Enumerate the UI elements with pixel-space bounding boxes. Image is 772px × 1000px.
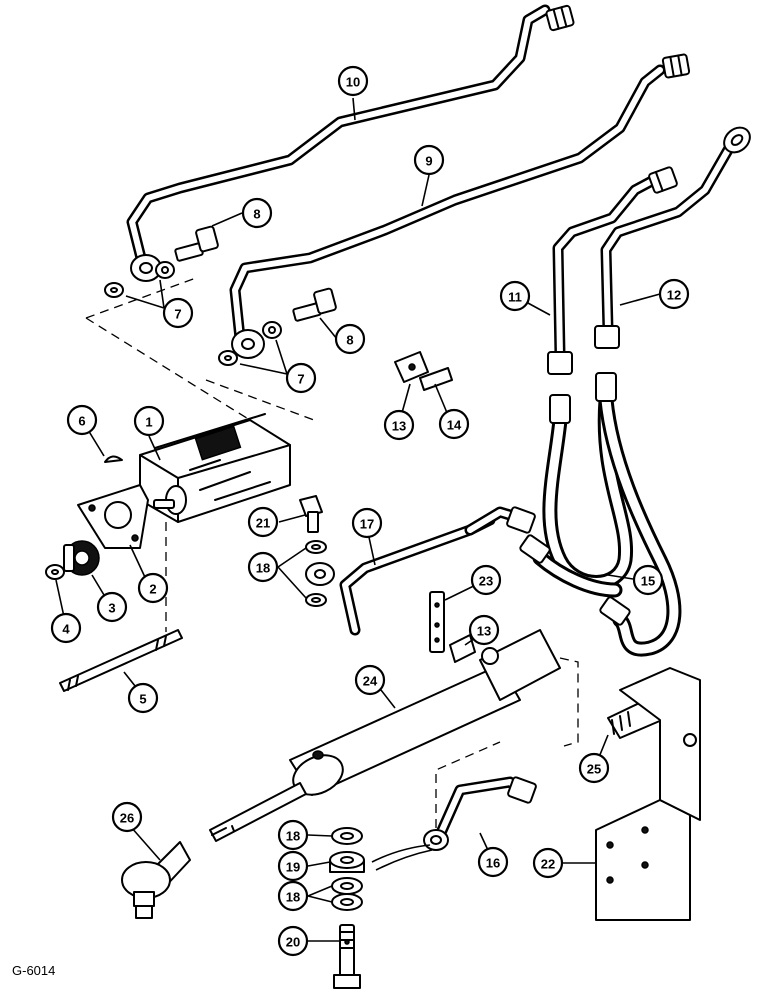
callout-9: 9 xyxy=(413,144,445,176)
callout-13-lower: 13 xyxy=(468,614,500,646)
callout-24: 24 xyxy=(354,664,386,696)
svg-text:23: 23 xyxy=(479,574,493,589)
callout-26: 26 xyxy=(111,801,143,833)
callout-19: 19 xyxy=(277,850,309,882)
bracket-22 xyxy=(595,667,701,921)
svg-text:5: 5 xyxy=(139,692,146,707)
callout-23: 23 xyxy=(470,564,502,596)
callout-15: 15 xyxy=(632,564,664,596)
pump-1 xyxy=(139,413,291,523)
pipe-17 xyxy=(305,506,536,636)
svg-text:15: 15 xyxy=(641,574,655,589)
pipe-9 xyxy=(229,53,691,359)
svg-text:12: 12 xyxy=(667,288,681,303)
pipe-11 xyxy=(547,166,678,375)
banjo-bolt-20 xyxy=(333,924,361,989)
fittings-lower xyxy=(218,287,337,366)
callout-1: 1 xyxy=(133,405,165,437)
hose-15 xyxy=(519,372,682,657)
figure-code: G-6014 xyxy=(12,963,56,978)
svg-text:3: 3 xyxy=(108,601,115,616)
callout-10: 10 xyxy=(337,65,369,97)
plate-23 xyxy=(429,591,445,653)
svg-text:21: 21 xyxy=(256,516,270,531)
svg-text:22: 22 xyxy=(541,857,555,872)
svg-text:16: 16 xyxy=(486,856,500,871)
clip-13-upper xyxy=(394,351,429,383)
svg-text:6: 6 xyxy=(78,414,85,429)
svg-text:9: 9 xyxy=(425,154,432,169)
svg-text:13: 13 xyxy=(392,419,406,434)
svg-text:8: 8 xyxy=(253,207,260,222)
dashed-assembly-lines xyxy=(85,277,579,828)
callout-3: 3 xyxy=(96,591,128,623)
callout-7-upper: 7 xyxy=(162,297,194,329)
fittings-upper xyxy=(104,225,219,298)
callout-13-upper: 13 xyxy=(383,409,415,441)
callout-2: 2 xyxy=(137,572,169,604)
callout-8-lower: 8 xyxy=(334,323,366,355)
callout-16: 16 xyxy=(477,846,509,878)
svg-text:18: 18 xyxy=(256,561,270,576)
callout-18-upper: 18 xyxy=(247,551,279,583)
gasket-2 xyxy=(77,484,149,549)
svg-text:25: 25 xyxy=(587,762,601,777)
pipe-16 xyxy=(371,776,537,871)
svg-text:18: 18 xyxy=(286,829,300,844)
svg-text:11: 11 xyxy=(508,290,522,305)
pipe-10 xyxy=(126,4,575,282)
callout-22: 22 xyxy=(532,847,564,879)
key-6 xyxy=(104,455,123,463)
bolt-21 xyxy=(299,495,323,533)
gear-3 xyxy=(63,540,100,576)
svg-text:26: 26 xyxy=(120,811,134,826)
svg-text:19: 19 xyxy=(286,860,300,875)
svg-text:24: 24 xyxy=(363,674,378,689)
tie-rod-end-26 xyxy=(121,841,191,919)
callout-7-lower: 7 xyxy=(285,362,317,394)
svg-text:13: 13 xyxy=(477,624,491,639)
svg-text:8: 8 xyxy=(346,333,353,348)
svg-text:7: 7 xyxy=(297,372,304,387)
plate-14 xyxy=(419,367,453,391)
callout-14: 14 xyxy=(438,408,470,440)
washer-4 xyxy=(45,564,65,580)
svg-text:14: 14 xyxy=(447,418,462,433)
svg-text:17: 17 xyxy=(360,517,374,532)
svg-text:7: 7 xyxy=(174,307,181,322)
callout-20: 20 xyxy=(277,925,309,957)
callout-5: 5 xyxy=(127,682,159,714)
svg-text:2: 2 xyxy=(149,582,156,597)
callout-17: 17 xyxy=(351,507,383,539)
svg-text:1: 1 xyxy=(145,415,152,430)
pipe-12 xyxy=(594,126,751,349)
svg-text:20: 20 xyxy=(286,935,300,950)
callout-8-upper: 8 xyxy=(241,197,273,229)
callout-4: 4 xyxy=(50,612,82,644)
callout-18-a: 18 xyxy=(277,819,309,851)
clip-13-lower xyxy=(449,634,476,663)
cylinder-24 xyxy=(209,629,561,842)
svg-text:10: 10 xyxy=(346,75,360,90)
washer-stack-lower xyxy=(329,827,365,911)
stud-5 xyxy=(59,629,183,692)
callout-18-b: 18 xyxy=(277,880,309,912)
svg-text:18: 18 xyxy=(286,890,300,905)
callout-6: 6 xyxy=(66,404,98,436)
callout-12: 12 xyxy=(658,278,690,310)
callout-11: 11 xyxy=(499,280,531,312)
svg-text:4: 4 xyxy=(62,622,70,637)
callout-21: 21 xyxy=(247,506,279,538)
callout-25: 25 xyxy=(578,752,610,784)
washers-18-upper xyxy=(305,540,327,607)
